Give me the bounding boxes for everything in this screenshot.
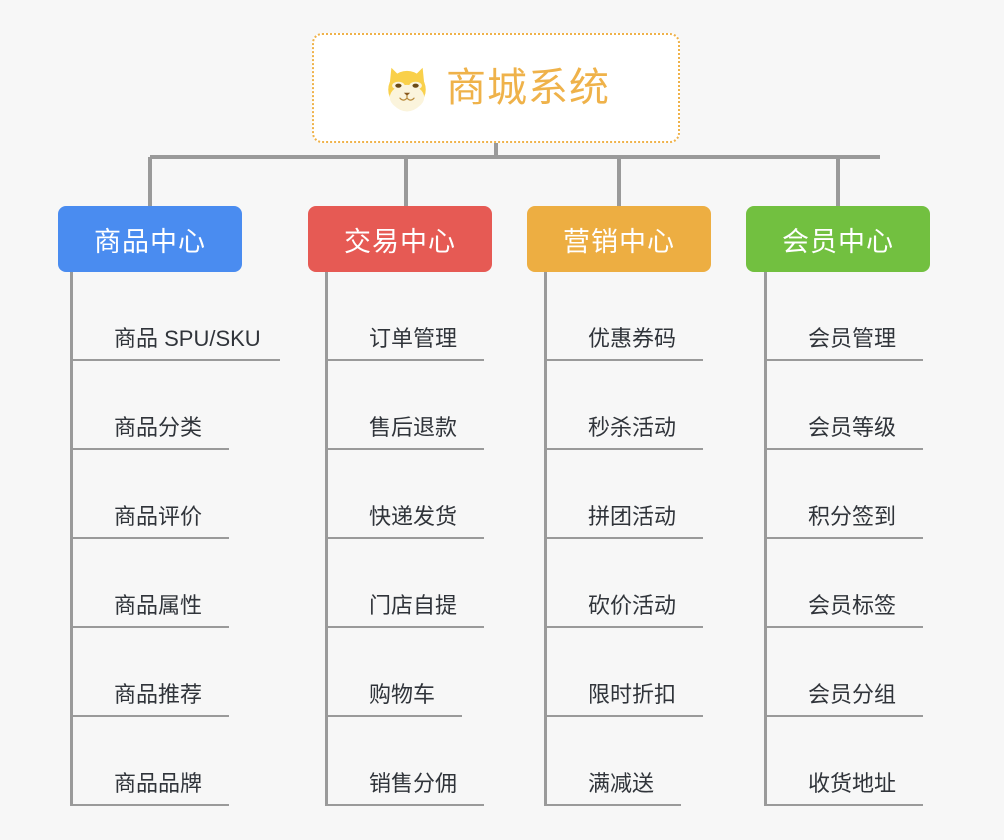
list-item[interactable]: 秒杀活动 (544, 361, 703, 450)
leaf-label: 限时折扣 (588, 682, 677, 707)
list-item[interactable]: 购物车 (325, 628, 462, 717)
leaf-underline (73, 448, 229, 450)
leaf-label: 商品 SPU/SKU (114, 326, 261, 351)
category-label: 营销中心 (563, 226, 675, 257)
leaf-label: 销售分佣 (369, 771, 458, 796)
leaf-underline (328, 359, 484, 361)
leaf-label: 商品评价 (114, 504, 203, 529)
list-item[interactable]: 商品 SPU/SKU (70, 272, 280, 361)
root-title: 商城系统 (446, 66, 610, 110)
leaf-label: 会员分组 (808, 682, 897, 707)
column-spine (764, 272, 767, 806)
list-item[interactable]: 商品推荐 (70, 628, 261, 717)
leaf-label: 会员等级 (808, 415, 897, 440)
leaf-underline (547, 448, 703, 450)
list-item[interactable]: 销售分佣 (325, 717, 484, 806)
leaf-label: 秒杀活动 (588, 415, 677, 440)
leaf-label: 订单管理 (369, 326, 458, 351)
list-item[interactable]: 会员等级 (764, 361, 923, 450)
leaf-label: 拼团活动 (588, 504, 677, 529)
leaf-label: 商品分类 (114, 415, 203, 440)
list-item[interactable]: 积分签到 (764, 450, 923, 539)
list-item[interactable]: 会员分组 (764, 628, 923, 717)
leaf-underline (73, 626, 229, 628)
column-spine (70, 272, 73, 806)
leaf-label: 商品推荐 (114, 682, 203, 707)
leaf-underline (328, 448, 484, 450)
leaf-label: 收货地址 (808, 771, 897, 796)
leaf-label: 购物车 (369, 682, 436, 707)
leaf-column-marketing: 优惠券码 秒杀活动 拼团活动 砍价活动 限时折扣 满减送 (544, 272, 703, 806)
leaf-underline (547, 804, 681, 806)
leaf-column-product: 商品 SPU/SKU 商品分类 商品评价 商品属性 商品推荐 商品品牌 (70, 272, 280, 806)
leaf-label: 售后退款 (369, 415, 458, 440)
leaf-underline (328, 537, 484, 539)
leaf-underline (767, 537, 923, 539)
list-item[interactable]: 售后退款 (325, 361, 484, 450)
list-item[interactable]: 订单管理 (325, 272, 484, 361)
category-label: 商品中心 (94, 226, 206, 257)
list-item[interactable]: 满减送 (544, 717, 681, 806)
leaf-underline (547, 359, 703, 361)
leaf-underline (547, 626, 703, 628)
category-label: 交易中心 (344, 226, 456, 257)
leaf-label: 快递发货 (369, 504, 458, 529)
list-item[interactable]: 限时折扣 (544, 628, 703, 717)
list-item[interactable]: 商品品牌 (70, 717, 261, 806)
leaf-underline (767, 804, 923, 806)
category-label: 会员中心 (782, 226, 894, 257)
leaf-label: 商品属性 (114, 593, 203, 618)
leaf-underline (767, 626, 923, 628)
category-box-trade[interactable]: 交易中心 (308, 206, 492, 272)
leaf-underline (328, 804, 484, 806)
leaf-underline (767, 359, 923, 361)
list-item[interactable]: 商品属性 (70, 539, 261, 628)
leaf-underline (73, 715, 229, 717)
leaf-column-trade: 订单管理 售后退款 快递发货 门店自提 购物车 销售分佣 (325, 272, 484, 806)
leaf-label: 积分签到 (808, 504, 897, 529)
shiba-dog-face-icon (388, 67, 426, 112)
list-item[interactable]: 商品分类 (70, 361, 261, 450)
leaf-underline (547, 537, 703, 539)
leaf-underline (547, 715, 703, 717)
leaf-label: 会员标签 (808, 593, 897, 618)
leaf-label: 满减送 (588, 771, 655, 796)
leaf-underline (73, 804, 229, 806)
leaf-underline (328, 715, 462, 717)
list-item[interactable]: 收货地址 (764, 717, 923, 806)
leaf-label: 砍价活动 (588, 593, 677, 618)
leaf-label: 优惠券码 (588, 326, 677, 351)
list-item[interactable]: 商品评价 (70, 450, 261, 539)
root-node[interactable]: 商城系统 (312, 33, 680, 143)
leaf-label: 商品品牌 (114, 771, 203, 796)
list-item[interactable]: 快递发货 (325, 450, 484, 539)
list-item[interactable]: 会员管理 (764, 272, 923, 361)
leaf-column-member: 会员管理 会员等级 积分签到 会员标签 会员分组 收货地址 (764, 272, 923, 806)
list-item[interactable]: 优惠券码 (544, 272, 703, 361)
leaf-label: 门店自提 (369, 593, 458, 618)
leaf-underline (767, 448, 923, 450)
list-item[interactable]: 砍价活动 (544, 539, 703, 628)
category-box-member[interactable]: 会员中心 (746, 206, 930, 272)
leaf-underline (767, 715, 923, 717)
category-box-marketing[interactable]: 营销中心 (527, 206, 711, 272)
list-item[interactable]: 拼团活动 (544, 450, 703, 539)
leaf-label: 会员管理 (808, 326, 897, 351)
leaf-underline (328, 626, 484, 628)
column-spine (544, 272, 547, 806)
category-box-product[interactable]: 商品中心 (58, 206, 242, 272)
column-spine (325, 272, 328, 806)
leaf-underline (73, 537, 229, 539)
leaf-underline (73, 359, 280, 361)
list-item[interactable]: 会员标签 (764, 539, 923, 628)
list-item[interactable]: 门店自提 (325, 539, 484, 628)
